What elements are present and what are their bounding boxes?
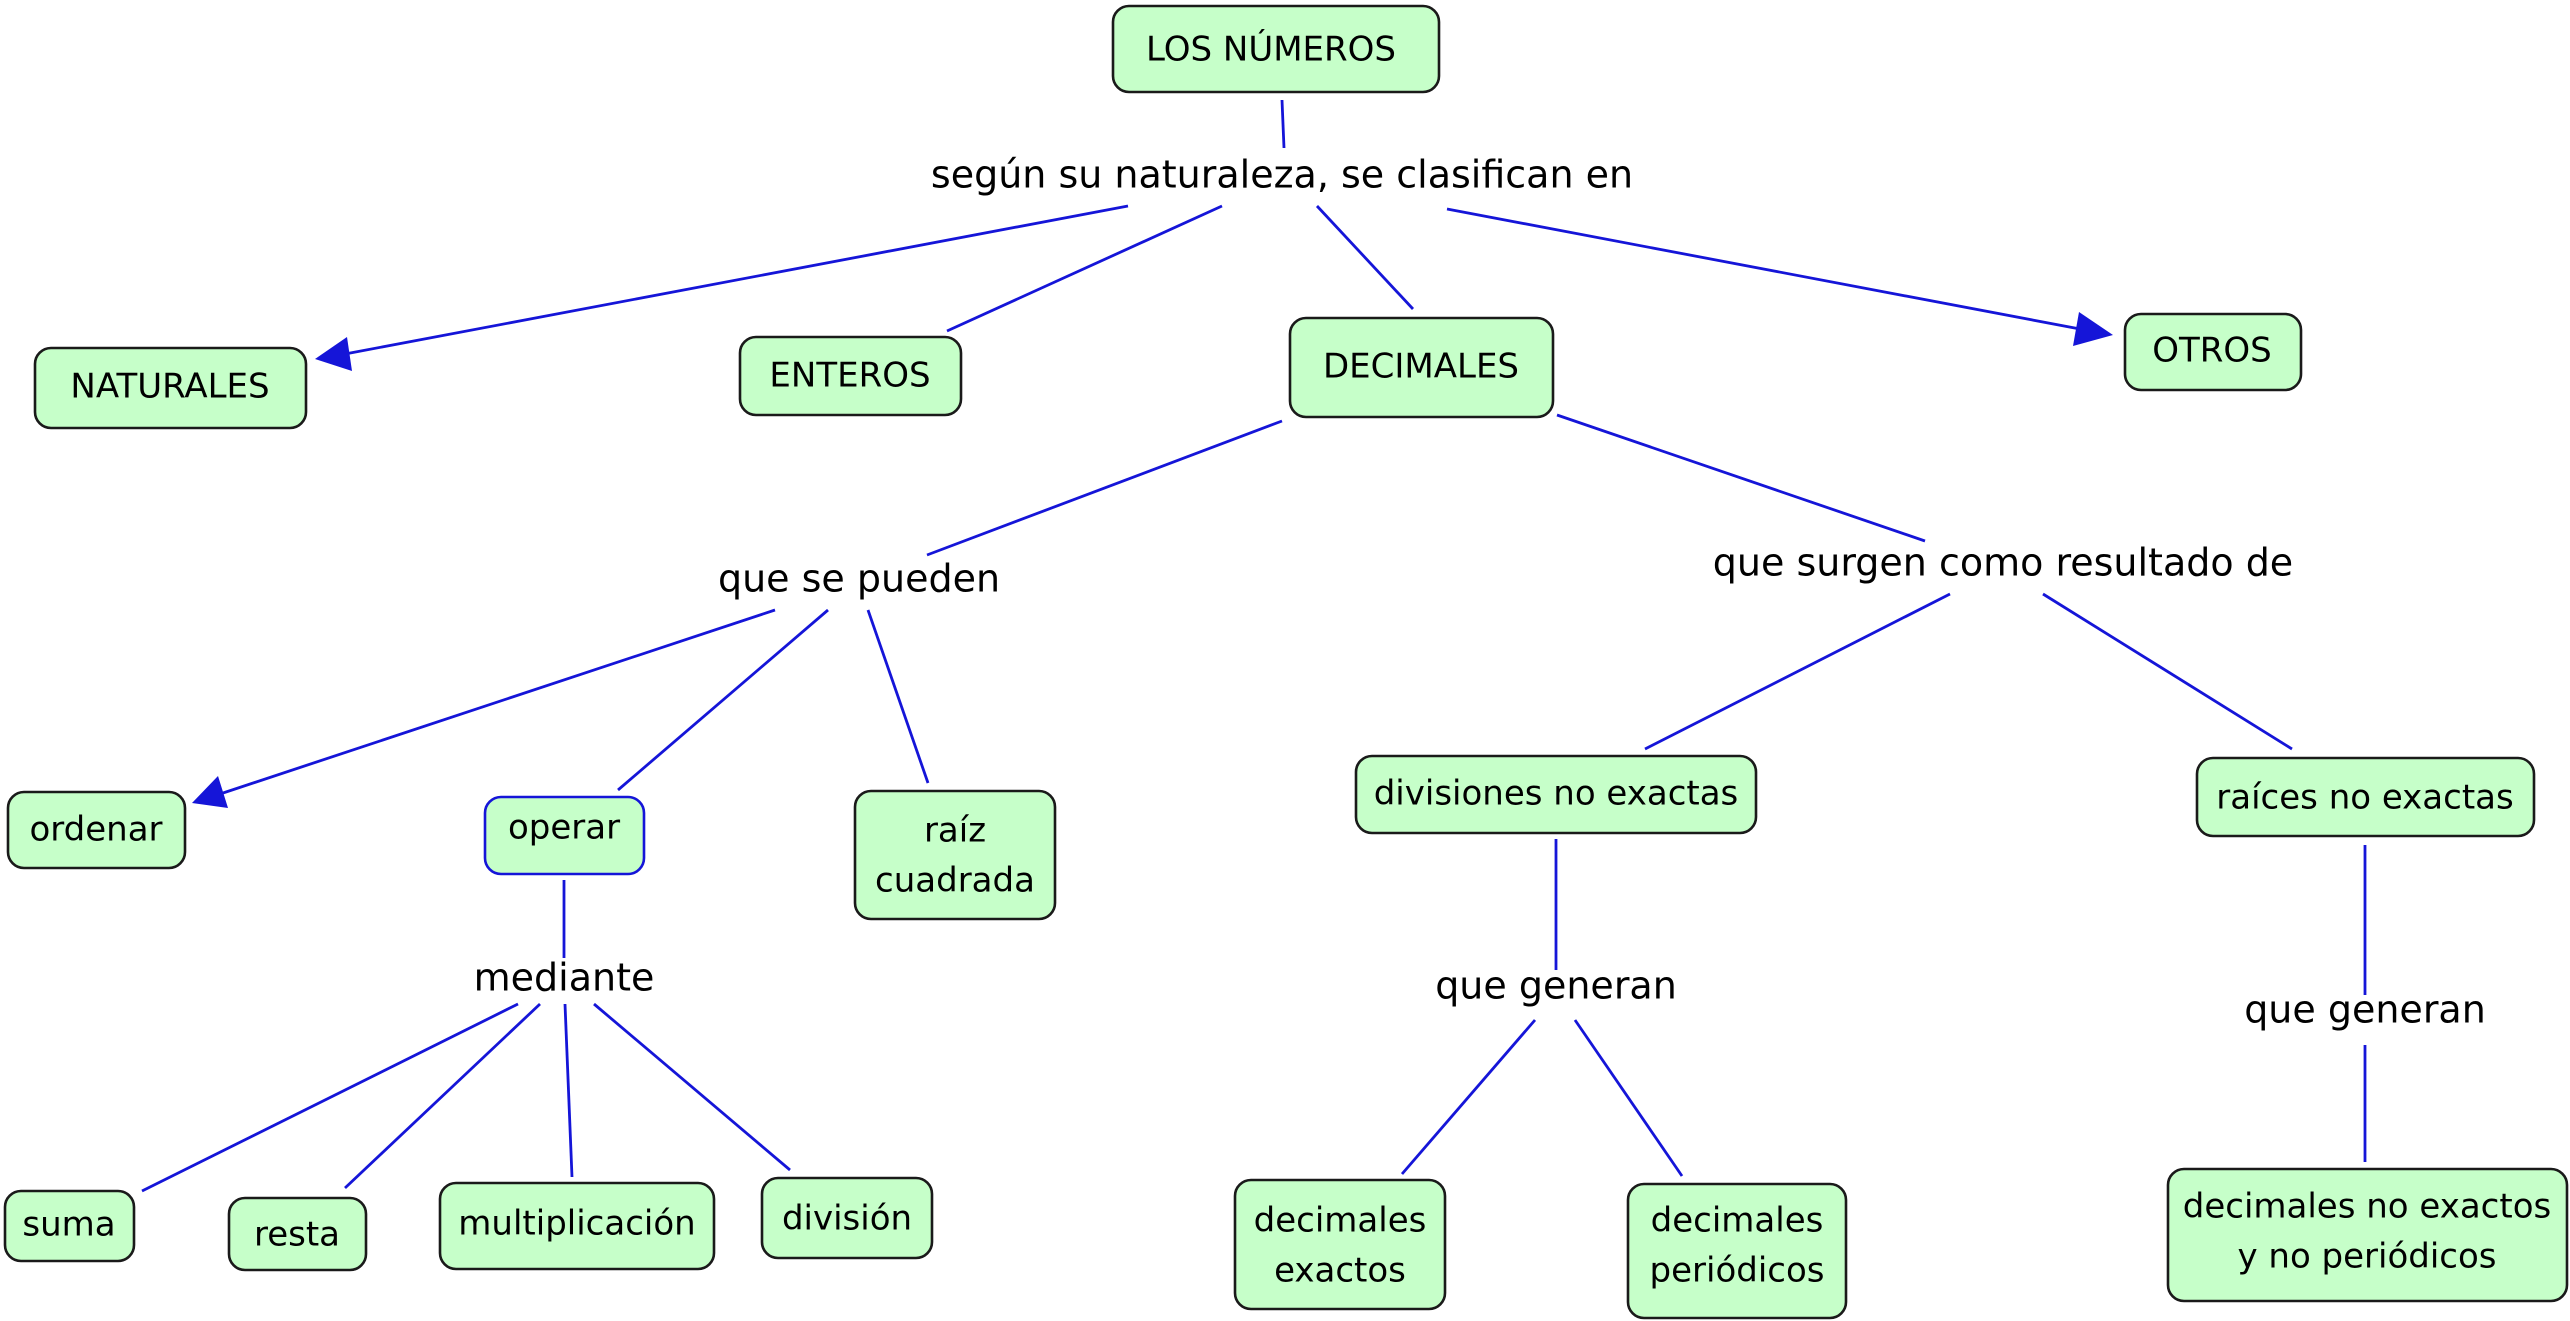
link-decimales-surgen: [1556, 413, 1926, 543]
link-mediante-suma: [141, 1002, 519, 1193]
link-segun-otros: [1446, 207, 2081, 331]
concept-label-line-1: raíz: [924, 811, 986, 851]
link-mediante-resta: [344, 1002, 541, 1190]
concept-label: OTROS: [2152, 331, 2272, 371]
concept-label: resta: [254, 1215, 340, 1255]
concept-suma[interactable]: suma: [3, 1189, 136, 1263]
concept-decimales-exactos[interactable]: decimales exactos: [1233, 1178, 1447, 1311]
concept-ordenar[interactable]: ordenar: [6, 790, 187, 870]
link-pueden-raiz: [866, 609, 930, 784]
link-surgen-raices: [2042, 592, 2293, 751]
link-surgen-divisiones: [1644, 592, 1951, 751]
link-mediante-division: [593, 1002, 791, 1172]
concept-label-line-1: decimales no exactos: [2183, 1187, 2551, 1227]
concept-decimales[interactable]: DECIMALES: [1288, 316, 1555, 419]
link-segun-decimales: [1315, 205, 1415, 310]
concept-label-line-2: periódicos: [1650, 1251, 1825, 1291]
arrowhead-ordenar: [192, 776, 228, 808]
concept-raiz-cuadrada[interactable]: raíz cuadrada: [853, 789, 1057, 921]
concept-raices-no-exactas[interactable]: raíces no exactas: [2195, 756, 2536, 838]
concept-label-line-1: decimales: [1651, 1201, 1824, 1241]
concept-label-line-1: decimales: [1254, 1201, 1427, 1241]
linking-phrases: según su naturaleza, se clasifican en qu…: [474, 153, 2486, 1032]
link-generan-exactos: [1400, 1019, 1537, 1175]
concept-label: NATURALES: [70, 367, 269, 407]
concept-operar[interactable]: operar: [483, 795, 646, 876]
link-mediante-multiplicacion: [563, 1003, 574, 1178]
concept-decimales-periodicos[interactable]: decimales periódicos: [1626, 1182, 1848, 1320]
concept-multiplicacion[interactable]: multiplicación: [438, 1181, 716, 1271]
link-segun-enteros: [946, 204, 1223, 333]
concept-enteros[interactable]: ENTEROS: [738, 335, 963, 417]
concept-resta[interactable]: resta: [227, 1196, 368, 1272]
connections: [141, 99, 2367, 1193]
concept-los-numeros[interactable]: LOS NÚMEROS: [1111, 4, 1441, 94]
concept-decimales-no-exactos[interactable]: decimales no exactos y no periódicos: [2166, 1167, 2569, 1303]
concept-label-line-2: cuadrada: [875, 861, 1035, 901]
arrowhead-otros: [2073, 312, 2113, 346]
link-numeros-segun: [1280, 99, 1286, 149]
concepts: LOS NÚMEROS NATURALES ENTEROS DECIMALES …: [3, 4, 2569, 1320]
concept-naturales[interactable]: NATURALES: [33, 346, 308, 430]
concept-label: operar: [508, 808, 620, 848]
link-pueden-ordenar: [219, 608, 776, 796]
concept-label: LOS NÚMEROS: [1146, 29, 1396, 70]
link-pueden-operar: [617, 608, 829, 792]
concept-label: ENTEROS: [769, 356, 930, 396]
phrase-surgen: que surgen como resultado de: [1713, 541, 2293, 585]
concept-label-line-2: y no periódicos: [2237, 1237, 2496, 1277]
phrase-generan-1: que generan: [1435, 964, 1677, 1008]
phrase-generan-2: que generan: [2244, 988, 2486, 1032]
phrase-pueden: que se pueden: [718, 557, 1000, 601]
concept-label: raíces no exactas: [2216, 778, 2513, 818]
concept-label: suma: [22, 1205, 115, 1245]
concept-label: división: [782, 1199, 912, 1239]
link-generan-periodicos: [1573, 1019, 1684, 1177]
phrase-segun: según su naturaleza, se clasifican en: [931, 153, 1633, 197]
concept-label: DECIMALES: [1323, 347, 1519, 387]
concept-divisiones-no-exactas[interactable]: divisiones no exactas: [1354, 754, 1758, 835]
concept-label-line-2: exactos: [1274, 1251, 1406, 1291]
phrase-mediante: mediante: [474, 956, 655, 1000]
concept-label: ordenar: [29, 810, 162, 850]
arrowhead-naturales: [315, 337, 352, 371]
concept-division[interactable]: división: [760, 1176, 934, 1260]
link-decimales-pueden: [926, 419, 1283, 557]
link-segun-naturales: [344, 204, 1129, 356]
concept-label: multiplicación: [458, 1204, 695, 1244]
concept-otros[interactable]: OTROS: [2123, 312, 2303, 392]
concept-label: divisiones no exactas: [1374, 774, 1739, 814]
